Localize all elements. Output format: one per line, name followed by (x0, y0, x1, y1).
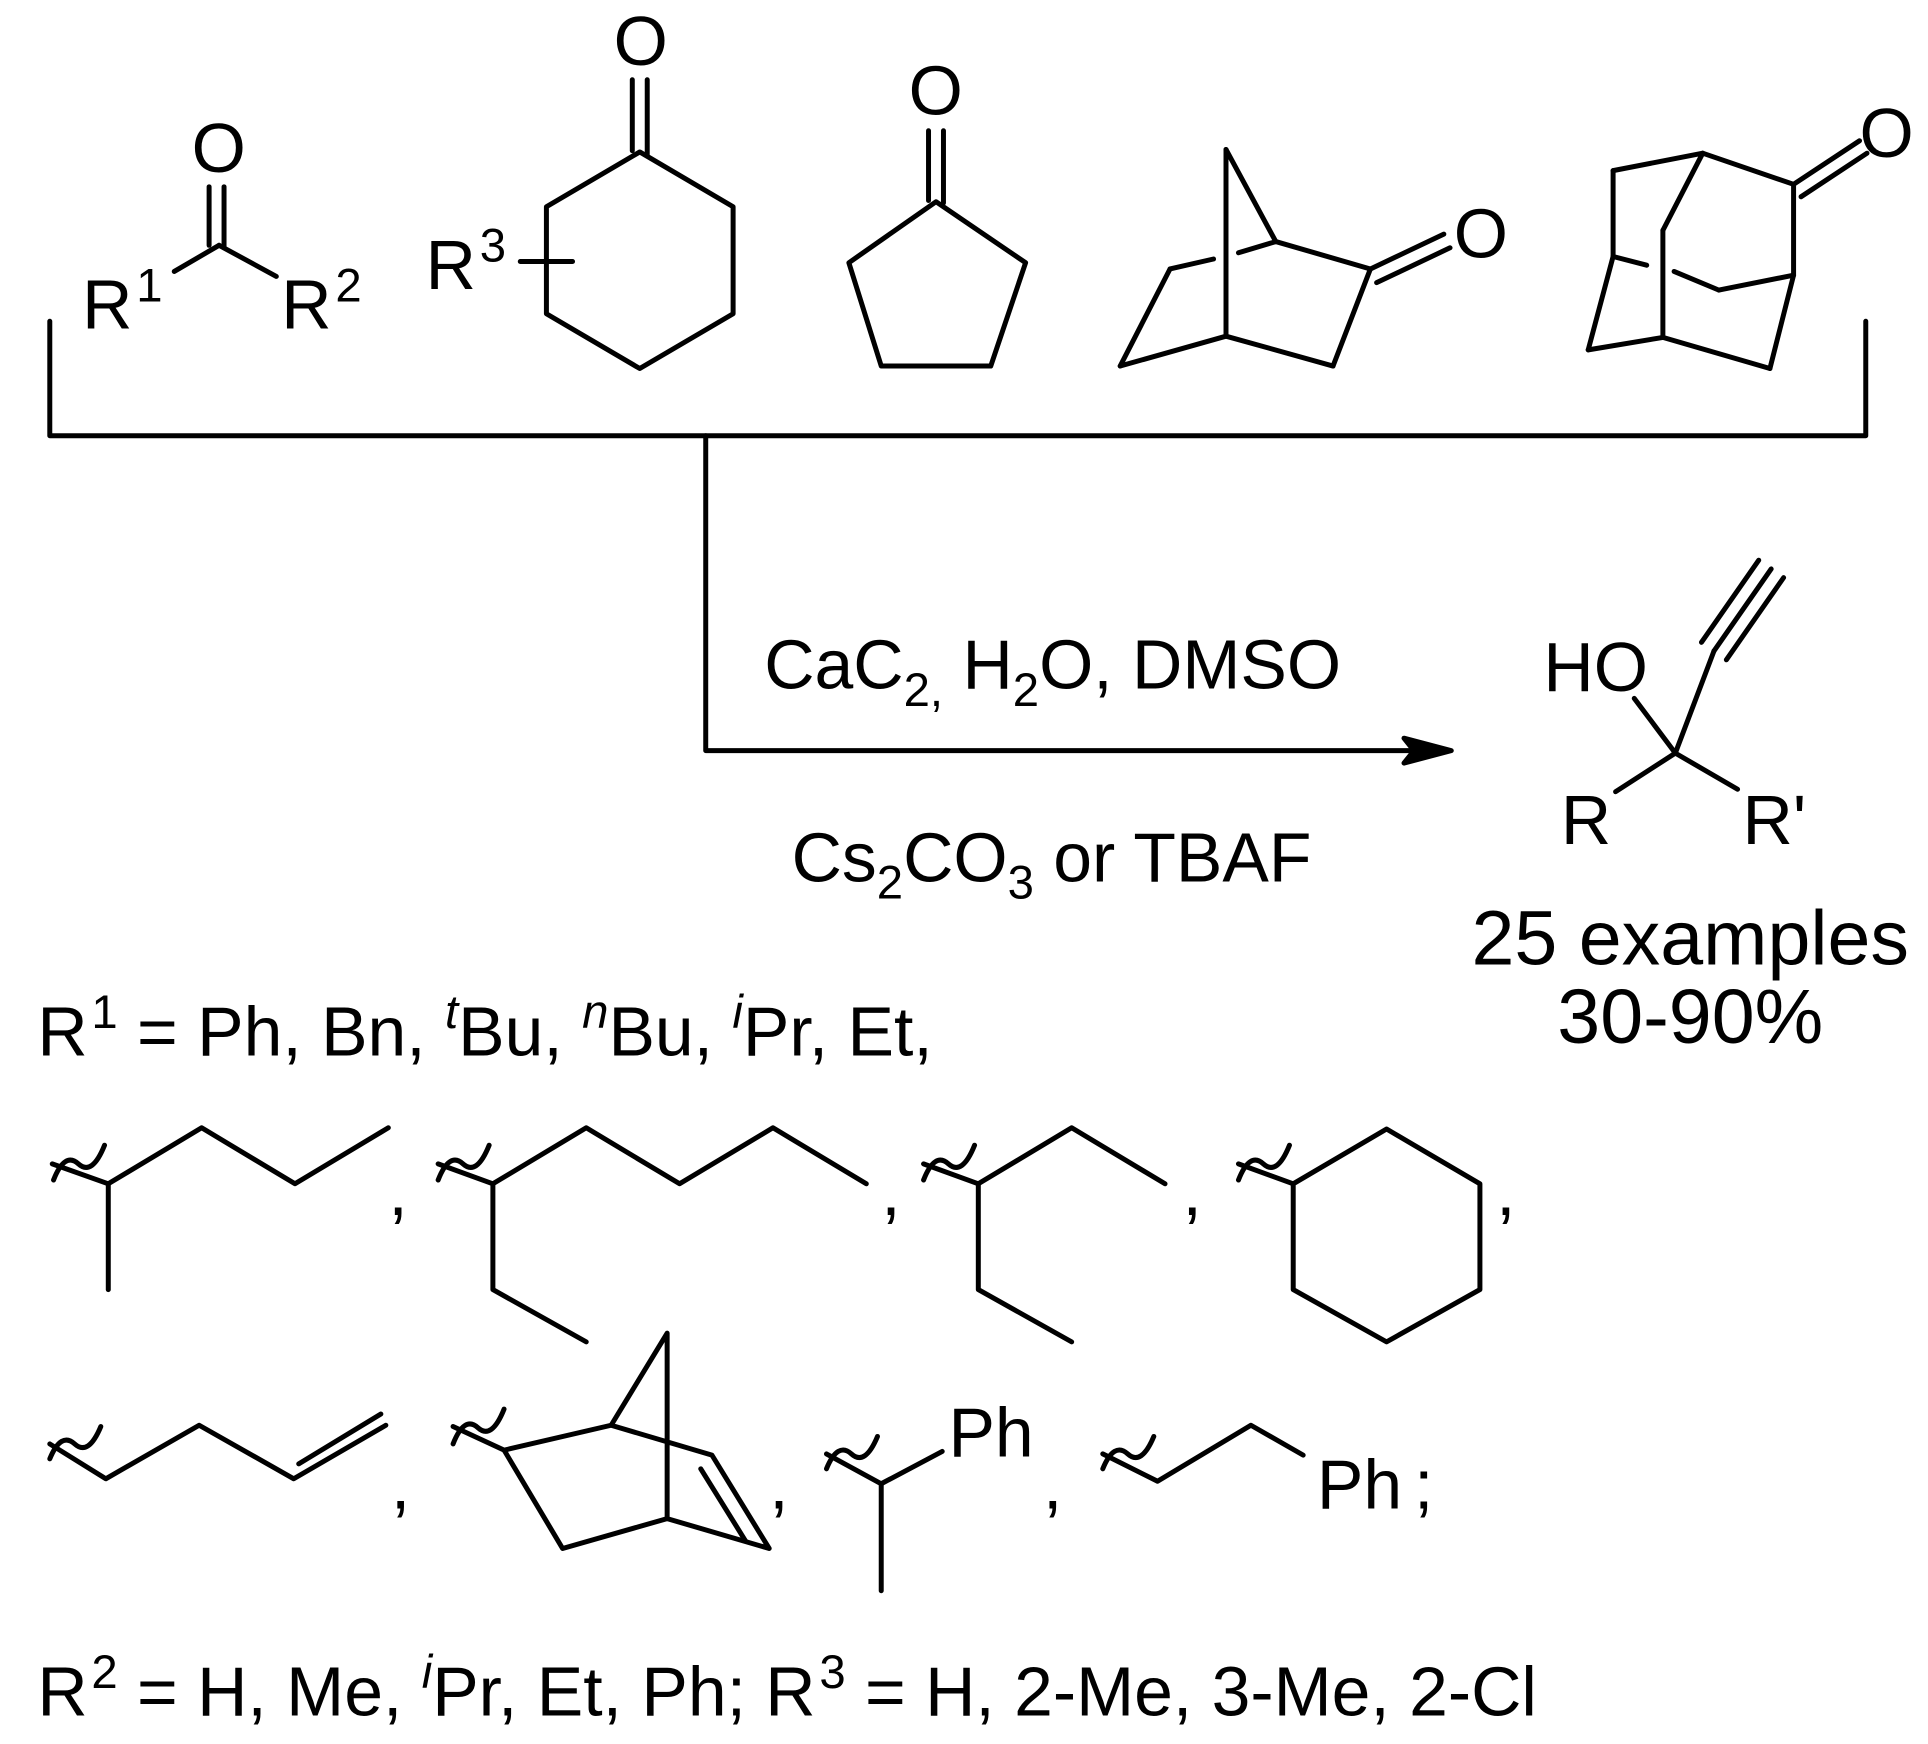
substituent-3-heptyl: , (435, 1125, 901, 1345)
product-bond-alkyne (1672, 648, 1717, 756)
comma: , (1043, 1446, 1062, 1524)
adamantane-bond (1716, 272, 1797, 293)
chain (47, 1422, 389, 1482)
adamantane-bond (1610, 254, 1650, 268)
norcamphor-bond (1167, 256, 1217, 272)
cyclopentanone-oxygen: O (909, 52, 963, 130)
cyclopentanone: O (846, 52, 1029, 369)
norcamphor-co-1 (1367, 231, 1447, 272)
adamantane-bond (1585, 334, 1666, 353)
cyclohexanone-ring (543, 149, 736, 372)
r2-r3-definition: R2 = H, Me, iPr, Et, Ph; R3 = H, 2-Me, 3… (37, 1646, 1537, 1730)
bracket-line (47, 318, 1869, 439)
norcamphor: O (1117, 146, 1508, 369)
chain (435, 1125, 869, 1187)
norcamphor-oxygen: O (1454, 195, 1508, 273)
ring (501, 1447, 670, 1551)
product: HO R R' 25 examples 30-90% (1472, 557, 1909, 1060)
chain (1100, 1422, 1306, 1484)
product-triple-1 (1711, 566, 1774, 654)
product-r-prime: R' (1743, 781, 1807, 859)
comma: , (1496, 1152, 1515, 1230)
attach-bond (1235, 1161, 1296, 1187)
examples-count: 25 examples (1472, 896, 1909, 982)
ketone-bond-r2 (216, 242, 279, 279)
substituent-phenethyl: Ph ; (1100, 1422, 1433, 1524)
acyclic-ketone: O R1 R2 (82, 109, 362, 344)
adamantanone: O (1585, 94, 1914, 372)
comma: , (1182, 1152, 1201, 1230)
norcamphor-bond (1223, 146, 1279, 245)
substituent-cyclohexyl: , (1235, 1126, 1515, 1345)
adamantane-bond (1585, 254, 1616, 353)
chain (921, 1125, 1168, 1187)
product-triple-2 (1698, 557, 1762, 645)
product-bond-rprime (1672, 750, 1741, 792)
cyclohexanone: O R3 (426, 2, 736, 372)
product-triple-3 (1723, 575, 1787, 663)
substituent-3-pentyl: , (921, 1125, 1202, 1345)
yield-range: 30-90% (1557, 974, 1823, 1060)
substituent-row-1: , , , , (49, 1125, 1515, 1345)
bracket-stem (703, 433, 1426, 754)
comma: , (391, 1446, 410, 1524)
chain (49, 1125, 391, 1187)
adamantanone-co-1 (1791, 138, 1863, 187)
alkene-double (698, 1466, 749, 1544)
phenyl-label-2: Ph (1317, 1446, 1402, 1524)
product-bond-oh (1631, 695, 1678, 756)
norcamphor-bond (1117, 333, 1229, 369)
comma: , (881, 1152, 900, 1230)
substituent-phenylethyl: Ph , (823, 1393, 1062, 1594)
substituent-row-2: , , Ph , Ph ; (47, 1330, 1433, 1594)
substituent-2-hexyl: , (49, 1125, 408, 1293)
ketone-oxygen: O (192, 109, 246, 187)
cyclopentanone-ring (846, 199, 1029, 369)
adamantane-bond (1767, 272, 1797, 372)
adamantanone-co-2 (1798, 150, 1870, 200)
comma: , (769, 1446, 788, 1524)
norcamphor-bond (1117, 266, 1173, 369)
adamantane-bond (1610, 150, 1706, 174)
substituent-butenyl: , (47, 1411, 410, 1524)
r2-label: R2 (281, 259, 361, 343)
phenyl-label-1: Ph (948, 1393, 1033, 1471)
adamantane-bond (1700, 150, 1797, 187)
wavy-bond-icon (47, 1424, 104, 1462)
r1-definition: R1 = Ph, Bn, tBu, nBu, iPr, Et, (37, 986, 932, 1070)
norcamphor-bond (1223, 333, 1336, 369)
norcamphor-bond (1235, 239, 1279, 256)
norcamphor-co-2 (1374, 245, 1453, 286)
semicolon: ; (1414, 1446, 1433, 1524)
conditions-line-2: Cs2CO3 or TBAF (792, 818, 1312, 909)
adamantane-bond (1671, 268, 1722, 293)
norcamphor-bond (1330, 266, 1373, 369)
adamantane-bond (1660, 150, 1706, 233)
cyclohexyl-ring (1290, 1126, 1483, 1345)
cyclohexanone-oxygen: O (614, 2, 668, 80)
adamantane-bond (1660, 334, 1773, 372)
comma: , (388, 1152, 407, 1230)
r1-label: R1 (82, 259, 162, 343)
ethyl-branch (975, 1181, 1075, 1345)
substituent-norbornenyl: , (450, 1330, 789, 1551)
reaction-conditions: CaC2, H2O, DMSO Cs2CO3 or TBAF (764, 625, 1341, 909)
product-ho: HO (1543, 628, 1648, 706)
r3-label: R3 (426, 219, 506, 303)
reactant-bracket (47, 318, 1869, 766)
arrow-head (1401, 735, 1454, 766)
ketone-bond-r1 (171, 242, 222, 274)
adamantanone-oxygen: O (1860, 94, 1914, 172)
norcamphor-bond (1273, 239, 1373, 272)
ring (450, 1330, 772, 1551)
wavy-bond-icon (823, 1433, 880, 1472)
alkene-double (296, 1411, 384, 1467)
product-bond-r (1613, 750, 1678, 795)
conditions-line-1: CaC2, H2O, DMSO (764, 625, 1341, 716)
chain (823, 1448, 945, 1487)
product-r: R (1561, 781, 1611, 859)
ethyl-branch (490, 1181, 589, 1345)
